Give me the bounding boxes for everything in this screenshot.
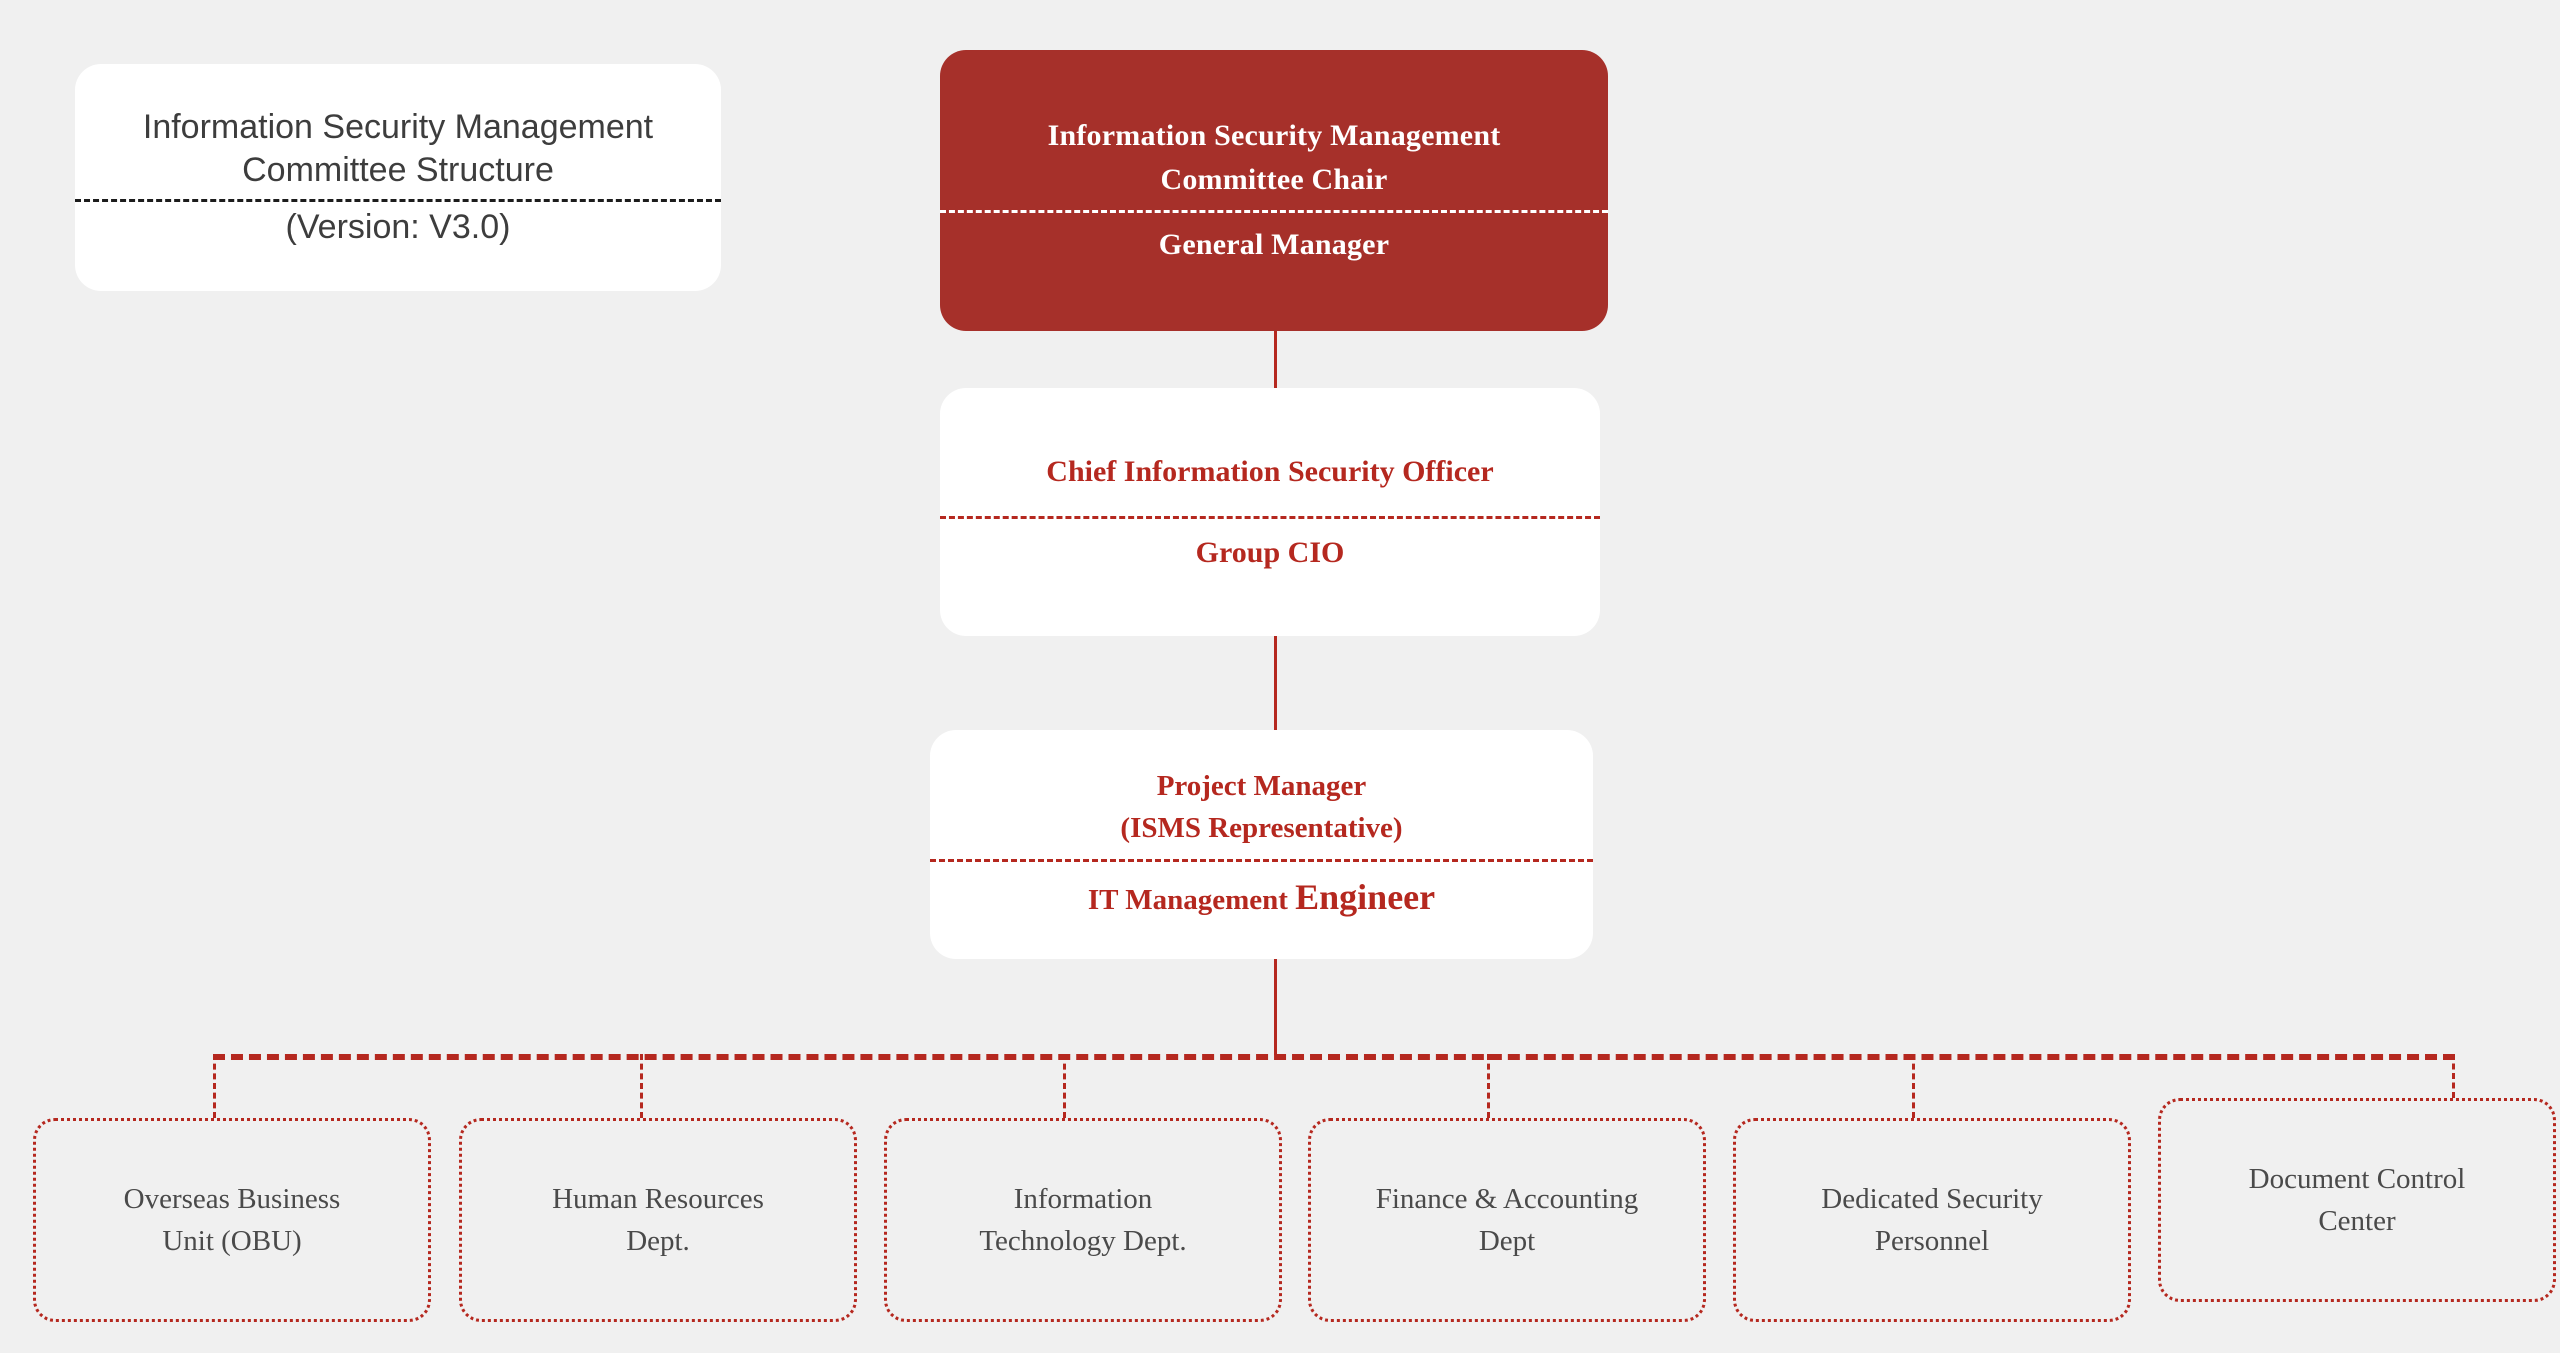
chart-title-divider <box>75 198 721 202</box>
dept-label-line1: Human Resources <box>552 1182 764 1215</box>
project-manager-title-prefix: IT Management <box>1087 884 1296 917</box>
chart-title-version: (Version: V3.0) <box>285 207 511 246</box>
ciso-role-text: Chief Information Security Officer <box>1046 455 1494 488</box>
project-manager-title: IT Management Engineer <box>930 871 1593 923</box>
ciso-divider <box>940 515 1600 519</box>
dept-label-overseas-business-unit: Overseas Business Unit (OBU) <box>124 1178 341 1262</box>
dept-label-document-control-center: Document Control Center <box>2249 1158 2466 1242</box>
dept-label-line1: Dedicated Security <box>1821 1182 2043 1215</box>
connector-drop-overseas-business-unit <box>213 1054 216 1118</box>
node-project-manager[interactable]: Project Manager (ISMS Representative) IT… <box>930 730 1593 959</box>
dept-box-human-resources-dept[interactable]: Human Resources Dept. <box>459 1118 857 1322</box>
connector-drop-human-resources-dept <box>640 1054 643 1118</box>
dept-label-line2: Dept. <box>626 1225 690 1257</box>
dept-label-line2: Dept <box>1478 1225 1536 1257</box>
connector-ciso-to-project-manager <box>1274 636 1277 734</box>
dept-label-line2: Center <box>2318 1205 2396 1237</box>
dept-label-information-technology-dept: Information Technology Dept. <box>979 1178 1186 1262</box>
dept-box-document-control-center[interactable]: Document Control Center <box>2158 1098 2556 1302</box>
connector-drop-finance-accounting-dept <box>1487 1054 1490 1118</box>
dept-label-finance-accounting-dept: Finance & Accounting Dept <box>1376 1178 1639 1262</box>
committee-chair-role: Information Security Management Committe… <box>940 114 1608 201</box>
connector-drop-dedicated-security-personnel <box>1912 1054 1915 1118</box>
committee-chair-role-line2: Committee Chair <box>1160 162 1388 196</box>
chart-title-card: Information Security Management Committe… <box>75 64 721 291</box>
dept-box-overseas-business-unit[interactable]: Overseas Business Unit (OBU) <box>33 1118 431 1322</box>
dept-label-line1: Information <box>1013 1182 1153 1215</box>
project-manager-divider <box>930 859 1593 863</box>
node-committee-chair[interactable]: Information Security Management Committe… <box>940 50 1608 331</box>
dept-box-information-technology-dept[interactable]: Information Technology Dept. <box>884 1118 1282 1322</box>
dept-label-human-resources-dept: Human Resources Dept. <box>552 1178 764 1262</box>
ciso-role: Chief Information Security Officer <box>940 450 1600 494</box>
project-manager-title-emphasis: Engineer <box>1295 877 1436 918</box>
dept-label-line2: Technology Dept. <box>979 1225 1187 1257</box>
dept-box-dedicated-security-personnel[interactable]: Dedicated Security Personnel <box>1733 1118 2131 1322</box>
committee-chair-title: General Manager <box>940 223 1608 267</box>
connector-project-manager-to-bus <box>1274 959 1277 1055</box>
connector-chair-to-ciso <box>1274 331 1277 391</box>
project-manager-title-text: IT Management Engineer <box>930 871 1593 923</box>
dept-label-line2: Unit (OBU) <box>162 1225 302 1257</box>
committee-chair-title-text: General Manager <box>1158 228 1390 262</box>
connector-drop-information-technology-dept <box>1063 1054 1066 1118</box>
project-manager-role-line2: (ISMS Representative) <box>1120 812 1403 845</box>
dept-label-line1: Document Control <box>2248 1162 2466 1195</box>
committee-chair-role-line1: Information Security Management <box>1047 119 1501 153</box>
chart-title-heading: Information Security Management Committe… <box>142 107 654 190</box>
dept-label-dedicated-security-personnel: Dedicated Security Personnel <box>1821 1178 2042 1262</box>
connector-drop-document-control-center <box>2452 1054 2455 1098</box>
project-manager-role: Project Manager (ISMS Representative) <box>930 765 1593 849</box>
ciso-title-text: Group CIO <box>1195 535 1345 569</box>
connector-horizontal-bus <box>213 1054 2455 1060</box>
node-ciso[interactable]: Chief Information Security Officer Group… <box>940 388 1600 636</box>
dept-box-finance-accounting-dept[interactable]: Finance & Accounting Dept <box>1308 1118 1706 1322</box>
ciso-title: Group CIO <box>940 531 1600 575</box>
dept-label-line2: Personnel <box>1874 1225 1990 1257</box>
project-manager-role-line1: Project Manager <box>1156 770 1367 803</box>
dept-label-line1: Finance & Accounting <box>1375 1182 1639 1215</box>
committee-chair-divider <box>940 210 1608 214</box>
dept-label-line1: Overseas Business <box>123 1182 341 1215</box>
